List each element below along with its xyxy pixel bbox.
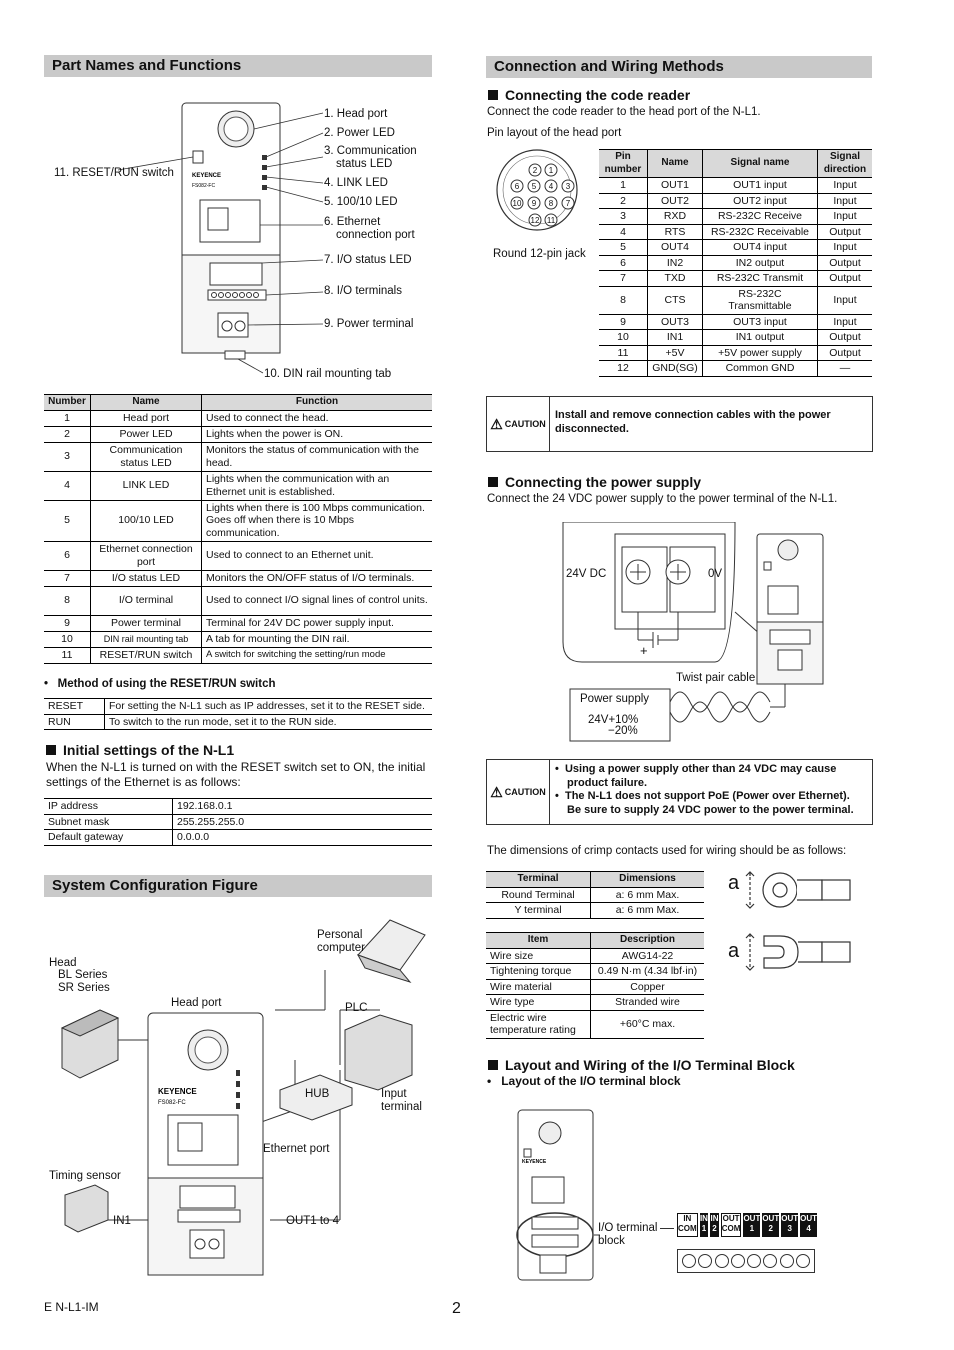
io-device-diagram: KEYENCE <box>516 1109 600 1281</box>
warning-icon: ⚠ <box>490 415 503 432</box>
sys-head-port: Head port <box>171 997 222 1009</box>
callout-2: 2. Power LED <box>324 127 395 139</box>
connection-heading: Connection and Wiring Methods <box>486 56 872 78</box>
caution-box-1: ⚠CAUTION Install and remove connection c… <box>486 396 873 452</box>
callout-8: 8. I/O terminals <box>324 285 402 297</box>
caution-box-2: ⚠CAUTION • Using a power supply other th… <box>486 759 873 825</box>
label-psu-v: 24V+10% <box>588 714 639 726</box>
code-reader-text: Connect the code reader to the head port… <box>487 106 761 118</box>
svg-text:4: 4 <box>549 182 554 191</box>
callout-6a: 6. Ethernet <box>324 216 381 228</box>
svg-text:5: 5 <box>532 182 537 191</box>
callout-11: 11. RESET/RUN switch <box>54 167 174 179</box>
label-24vdc: 24V DC <box>566 568 607 580</box>
io-terminal-holes <box>677 1249 815 1273</box>
callout-10: 10. DIN rail mounting tab <box>264 368 392 380</box>
dim-a-1: a <box>728 872 740 894</box>
layout-heading: Layout and Wiring of the I/O Terminal Bl… <box>488 1057 795 1073</box>
sys-hub: HUB <box>305 1088 330 1100</box>
svg-text:2: 2 <box>533 166 538 175</box>
io-block-label: I/O terminal <box>598 1222 658 1234</box>
sys-head: Head <box>49 957 77 969</box>
system-config-heading: System Configuration Figure <box>44 875 432 897</box>
svg-text:12: 12 <box>531 216 540 225</box>
initial-text: When the N-L1 is turned on with the RESE… <box>46 760 426 789</box>
footer-doc-id: E N-L1-IM <box>44 1300 99 1314</box>
svg-text:3: 3 <box>566 182 571 191</box>
callout-3b: status LED <box>336 158 393 170</box>
round-jack-diagram: 2 1 6 5 4 3 10 9 8 7 12 11 <box>496 149 578 231</box>
device-brand: KEYENCE <box>192 173 221 179</box>
sys-input2: terminal <box>381 1101 422 1113</box>
callout-6b: connection port <box>336 229 415 241</box>
callout-7: 7. I/O status LED <box>324 254 412 266</box>
sys-out: OUT1 to 4 <box>286 1215 340 1227</box>
svg-text:1: 1 <box>549 166 554 175</box>
callout-4: 4. LINK LED <box>324 177 388 189</box>
crimp-text: The dimensions of crimp contacts used fo… <box>487 845 847 857</box>
part-names-heading: Part Names and Functions <box>44 55 432 77</box>
device-diagram: KEYENCE FS082-FC <box>117 102 324 374</box>
label-psu-v2: −20% <box>608 725 638 737</box>
warning-icon-2: ⚠ <box>490 783 503 800</box>
svg-text:FS082-FC: FS082-FC <box>158 1100 186 1106</box>
round-jack-label: Round 12-pin jack <box>493 248 586 260</box>
svg-text:KEYENCE: KEYENCE <box>158 1087 197 1096</box>
callout-3a: 3. Communication <box>324 145 417 157</box>
page-number: 2 <box>452 1300 461 1317</box>
sys-input: Input <box>381 1088 407 1100</box>
callout-9: 9. Power terminal <box>324 318 414 330</box>
sys-bl: BL Series <box>58 969 108 981</box>
power-text: Connect the 24 VDC power supply to the p… <box>487 493 838 505</box>
reset-method-title: • Method of using the RESET/RUN switch <box>44 678 276 690</box>
callout-5: 5. 100/10 LED <box>324 196 398 208</box>
code-reader-heading: Connecting the code reader <box>488 87 690 103</box>
initial-settings-heading: Initial settings of the N-L1 <box>46 742 234 758</box>
svg-text:11: 11 <box>547 216 556 225</box>
label-0v: 0V <box>708 568 723 580</box>
io-block-leader <box>660 1228 674 1229</box>
label-twist: Twist pair cable <box>676 672 756 684</box>
sys-plc: PLC <box>345 1002 368 1014</box>
svg-text:6: 6 <box>515 182 520 191</box>
power-diagram <box>562 522 824 742</box>
crimp-terminal-diagram <box>745 871 851 971</box>
label-plus: + <box>640 643 648 658</box>
svg-text:10: 10 <box>513 199 522 208</box>
sys-pc: Personal <box>317 929 363 941</box>
sys-sr: SR Series <box>58 982 110 994</box>
svg-text:8: 8 <box>549 199 554 208</box>
callout-1: 1. Head port <box>324 108 388 120</box>
pin-layout-label: Pin layout of the head port <box>487 127 622 139</box>
svg-text:KEYENCE: KEYENCE <box>522 1159 547 1165</box>
layout-sub: • Layout of the I/O terminal block <box>487 1074 681 1088</box>
io-block-label2: block <box>598 1235 625 1247</box>
dim-a-2: a <box>728 940 740 962</box>
power-heading: Connecting the power supply <box>488 474 701 490</box>
svg-text:9: 9 <box>532 199 537 208</box>
label-psu: Power supply <box>580 693 650 705</box>
sys-in1: IN1 <box>113 1215 131 1227</box>
device-model: FS082-FC <box>192 183 215 189</box>
sys-pc2: computer <box>317 942 365 954</box>
svg-text:7: 7 <box>566 199 571 208</box>
system-diagram: KEYENCE FS082-FC <box>60 919 426 1276</box>
sys-eth: Ethernet port <box>263 1143 330 1155</box>
sys-timing: Timing sensor <box>49 1170 121 1182</box>
